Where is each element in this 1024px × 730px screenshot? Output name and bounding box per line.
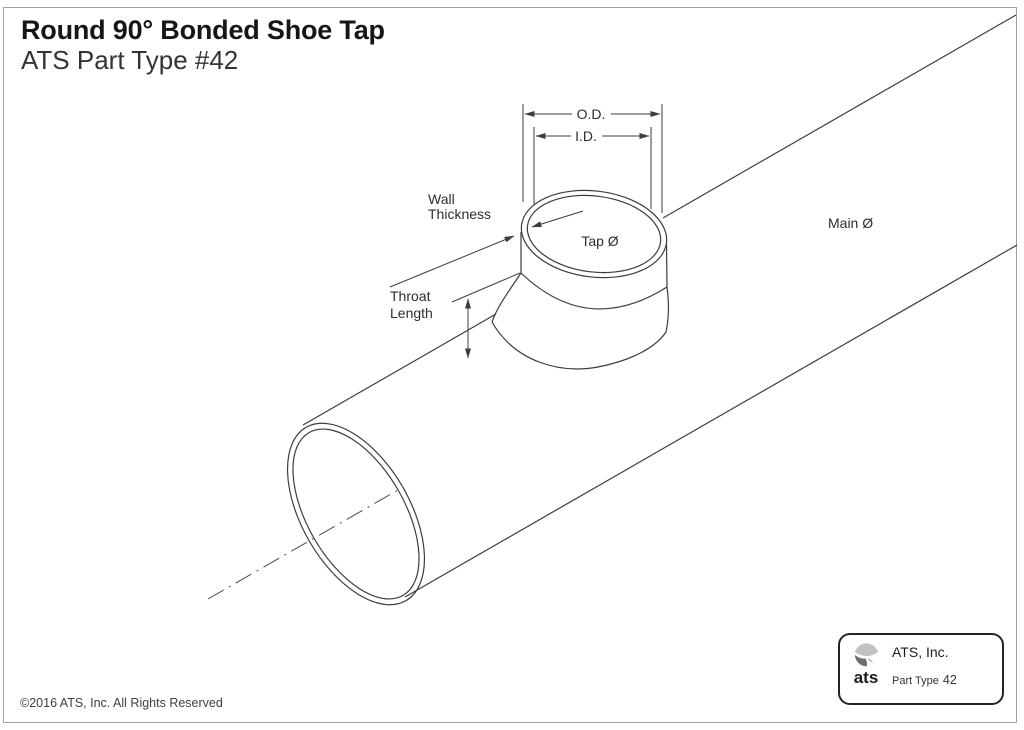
ats-logo-text: ats xyxy=(853,668,879,687)
pipe-top-edge-left xyxy=(302,313,497,426)
ats-logo-icon xyxy=(854,643,878,667)
pipe-end-outer-ellipse xyxy=(286,422,426,606)
throat-extension-line xyxy=(451,272,521,303)
shoe-tap xyxy=(491,189,669,370)
pipe-bottom-edge xyxy=(404,244,1018,598)
dimension-lines xyxy=(389,104,663,359)
part-type-value: 42 xyxy=(942,673,957,687)
tap-diameter-label: Tap Ø xyxy=(581,233,618,249)
tap-stub-right-edge xyxy=(665,243,668,288)
shoe-skirt-left-edge xyxy=(491,272,522,323)
page-border xyxy=(3,7,1017,723)
throat-length-label-line2: Length xyxy=(390,305,433,321)
part-type-label: Part Type xyxy=(892,675,939,687)
od-label: O.D. xyxy=(577,106,606,122)
logo-column: ats xyxy=(840,635,892,703)
tap-top-outer-ellipse xyxy=(520,189,668,279)
page-subtitle: ATS Part Type #42 xyxy=(21,45,239,75)
tap-bond-seam xyxy=(520,272,668,310)
pipe-top-edge-right xyxy=(662,14,1017,219)
main-pipe xyxy=(207,14,1018,606)
id-label: I.D. xyxy=(575,128,597,144)
shoe-skirt-bottom-edge xyxy=(491,286,669,370)
wall-thickness-label-line1: Wall xyxy=(428,191,455,207)
main-diameter-label: Main Ø xyxy=(828,215,873,231)
pipe-centerline xyxy=(207,489,399,600)
tap-diameter-leader xyxy=(531,210,584,228)
wall-thickness-leader xyxy=(389,235,515,288)
copyright-text: ©2016 ATS, Inc. All Rights Reserved xyxy=(20,696,223,710)
tap-top-inner-ellipse xyxy=(526,194,662,274)
wall-thickness-label-line2: Thickness xyxy=(428,206,491,222)
page-title: Round 90° Bonded Shoe Tap xyxy=(21,15,385,45)
company-name: ATS, Inc. xyxy=(892,644,949,660)
pipe-end-inner-ellipse xyxy=(292,428,420,600)
throat-length-label-line1: Throat xyxy=(390,288,431,304)
